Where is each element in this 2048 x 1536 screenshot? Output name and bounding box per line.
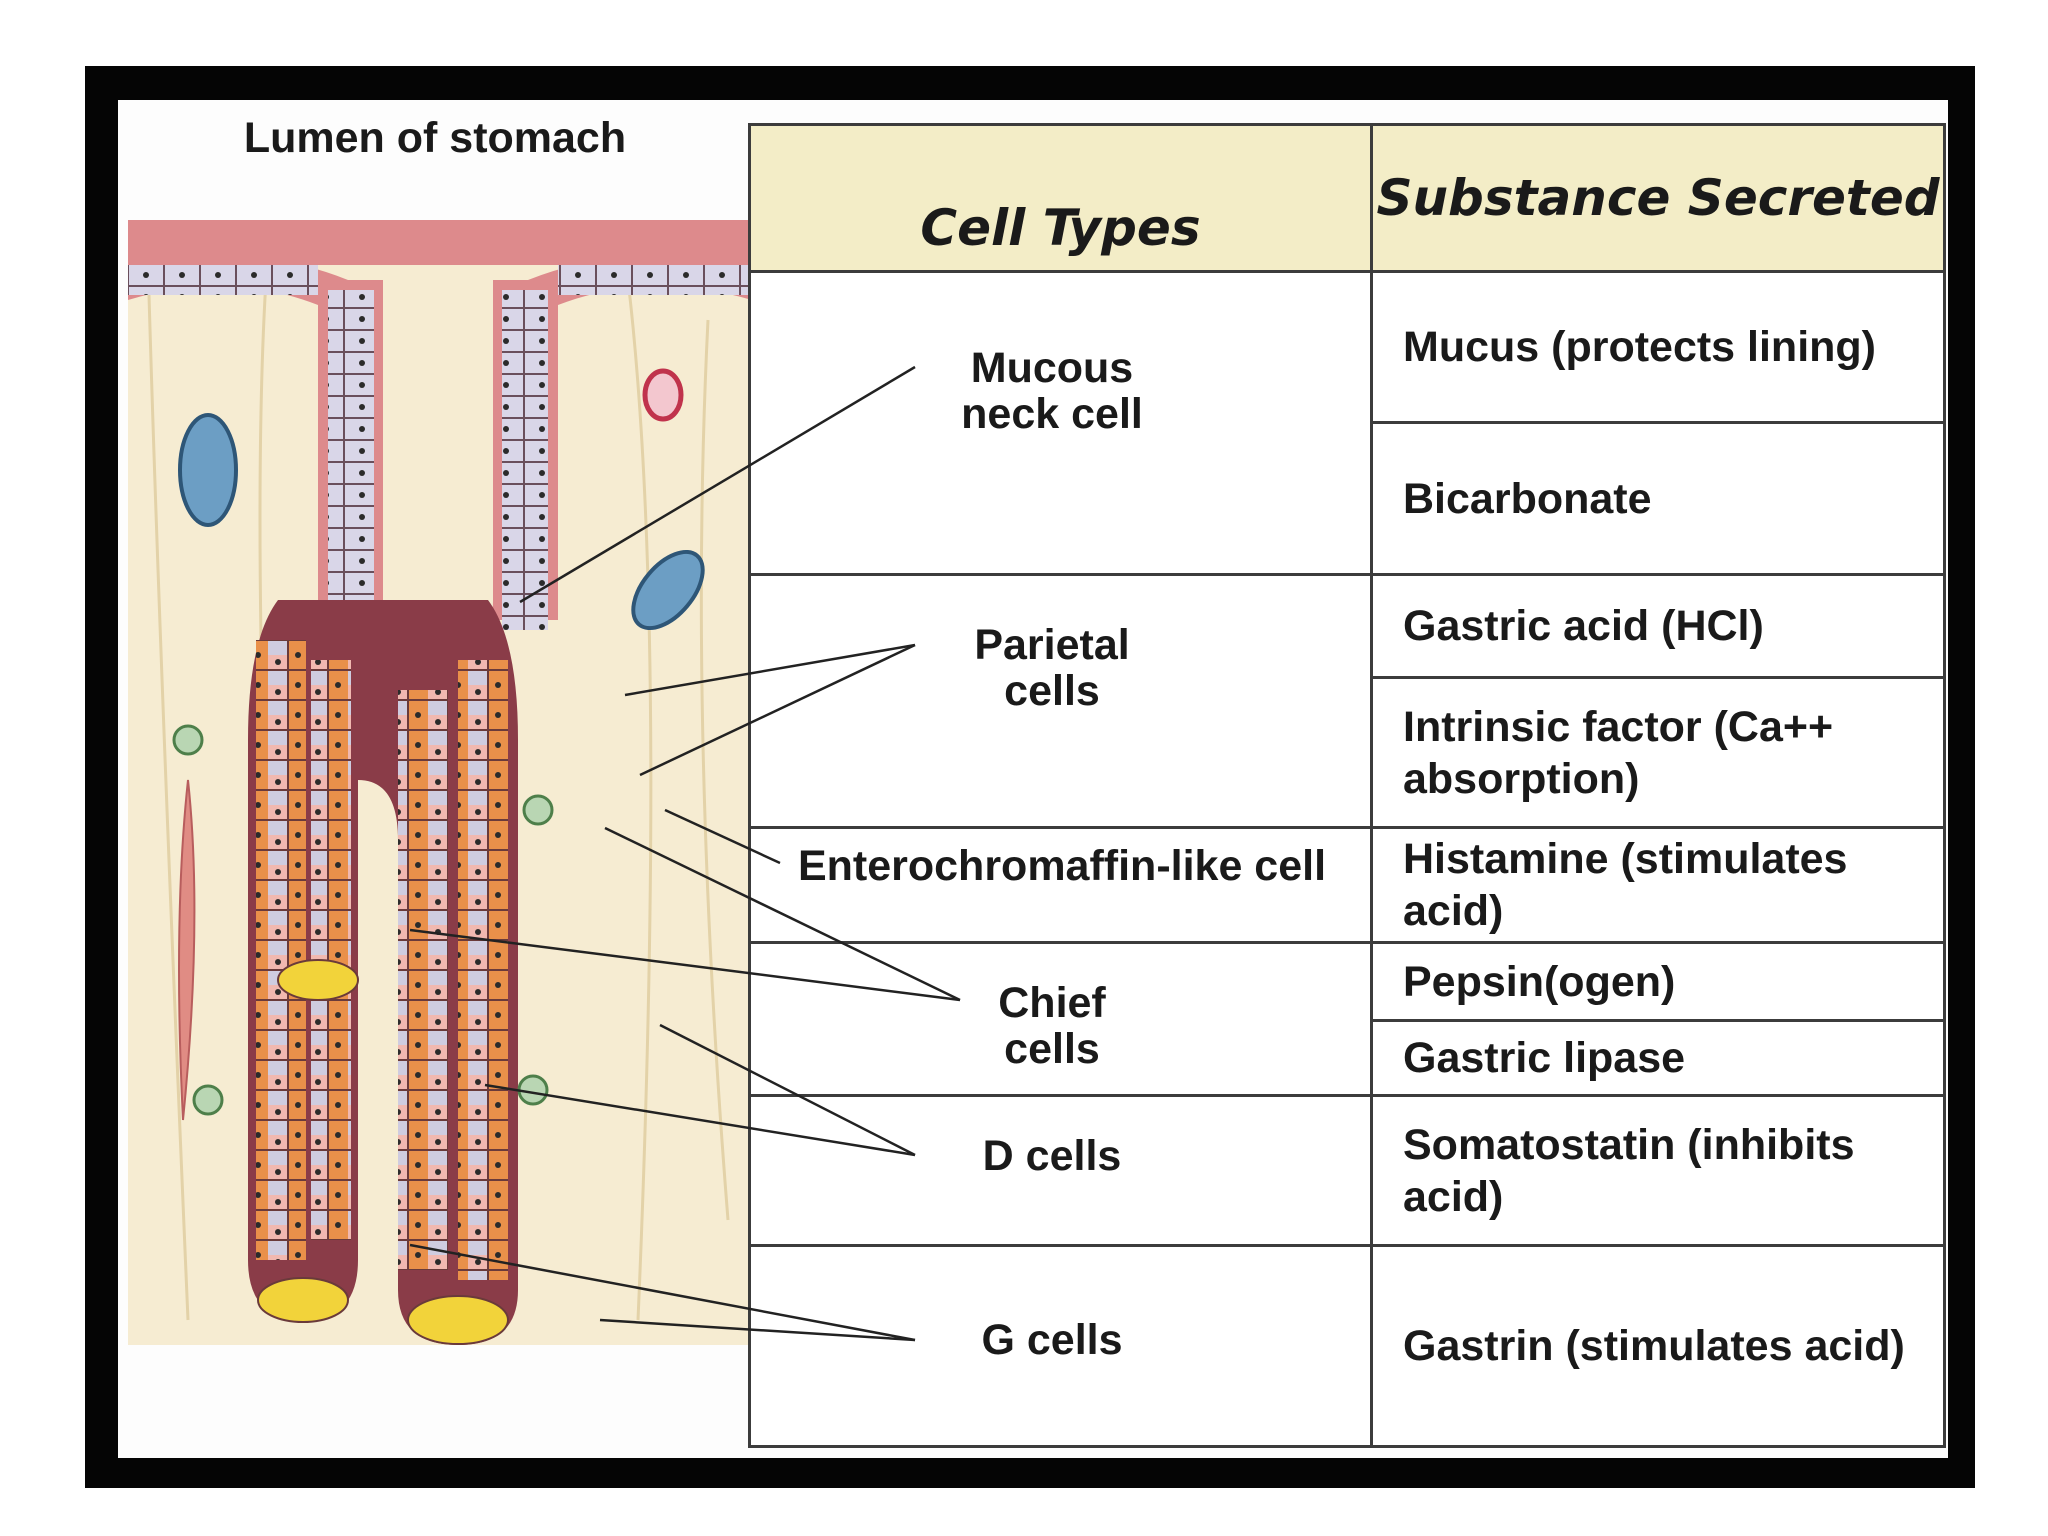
substance-intrinsic-factor: Intrinsic factor (Ca++ absorption) <box>1370 676 1946 829</box>
substance-gastric-acid: Gastric acid (HCl) <box>1370 573 1946 679</box>
substance-gastric-lipase: Gastric lipase <box>1370 1019 1946 1097</box>
label-chief-cells: Chief cells <box>998 979 1106 1073</box>
header-cell-types: Cell Types <box>748 123 1373 273</box>
gastric-gland-illustration <box>128 220 752 1345</box>
cell-secretion-table: Cell Types Substance Secreted Mucus (pro… <box>748 123 1946 1448</box>
substance-gastrin: Gastrin (stimulates acid) <box>1370 1244 1946 1448</box>
lumen-label: Lumen of stomach <box>243 114 627 162</box>
label-g-cells: G cells <box>981 1316 1123 1364</box>
substance-bicarbonate: Bicarbonate <box>1370 421 1946 576</box>
label-ecl-cell: Enterochromaffin-like cell <box>797 842 1327 890</box>
substance-histamine: Histamine (stimulates acid) <box>1370 826 1946 944</box>
substance-somatostatin: Somatostatin (inhibits acid) <box>1370 1094 1946 1247</box>
label-d-cells: D cells <box>982 1132 1122 1180</box>
header-substance-secreted: Substance Secreted <box>1370 123 1946 273</box>
label-mucous-neck-cell: Mucous neck cell <box>961 344 1143 438</box>
label-parietal-cells: Parietal cells <box>974 621 1130 715</box>
substance-mucus: Mucus (protects lining) <box>1370 270 1946 424</box>
substance-pepsinogen: Pepsin(ogen) <box>1370 941 1946 1022</box>
